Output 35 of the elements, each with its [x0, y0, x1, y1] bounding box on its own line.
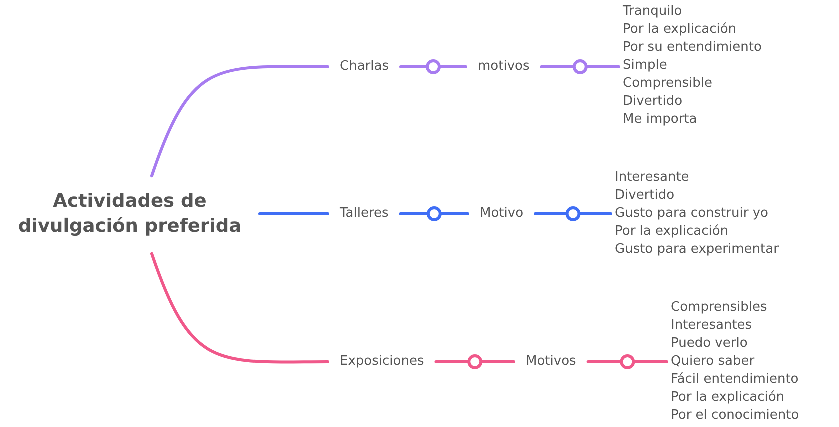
reason-item: Quiero saber	[671, 353, 756, 371]
reason-item: Gusto para construir yo	[615, 205, 770, 223]
branch-connector	[540, 66, 620, 68]
reason-item: Comprensible	[623, 75, 714, 93]
branch-connector	[534, 212, 612, 216]
topic-label: Charlas	[340, 59, 389, 75]
reason-item: Interesante	[615, 169, 690, 187]
reason-item: Simple	[623, 57, 668, 75]
topic-label: motivos	[478, 59, 530, 75]
topic-label: Motivos	[526, 354, 576, 370]
branch-connector	[150, 252, 330, 364]
branch-connector	[586, 360, 668, 364]
reason-item: Por la explicación	[623, 21, 738, 39]
topic-label: Exposiciones	[340, 354, 424, 370]
topic-label: Actividades de divulgación preferida	[17, 190, 243, 239]
reason-item: Me importa	[623, 111, 698, 129]
branch-connector	[399, 66, 468, 68]
reason-item: Fácil entendimiento	[671, 371, 800, 389]
reason-item: Interesantes	[671, 317, 754, 335]
reason-item: Tranquilo	[623, 3, 684, 21]
reason-item: Puedo verlo	[671, 335, 749, 353]
reason-item: Por su entendimiento	[623, 39, 762, 57]
reason-item: Por la explicación	[671, 389, 786, 407]
topic-label: Motivo	[480, 206, 524, 222]
branch-connector	[434, 360, 516, 364]
reason-item: Gusto para experimentar	[615, 241, 779, 259]
reason-item: Comprensibles	[671, 299, 768, 317]
branch-connector	[399, 212, 470, 216]
topic-label: Talleres	[340, 206, 389, 222]
reason-item: Divertido	[615, 187, 676, 205]
reason-item: Por la explicación	[615, 223, 730, 241]
branch-connector	[258, 212, 330, 216]
branch-connector	[150, 65, 330, 178]
reason-item: Divertido	[623, 93, 684, 111]
reason-item: Por el conocimiento	[671, 407, 800, 425]
